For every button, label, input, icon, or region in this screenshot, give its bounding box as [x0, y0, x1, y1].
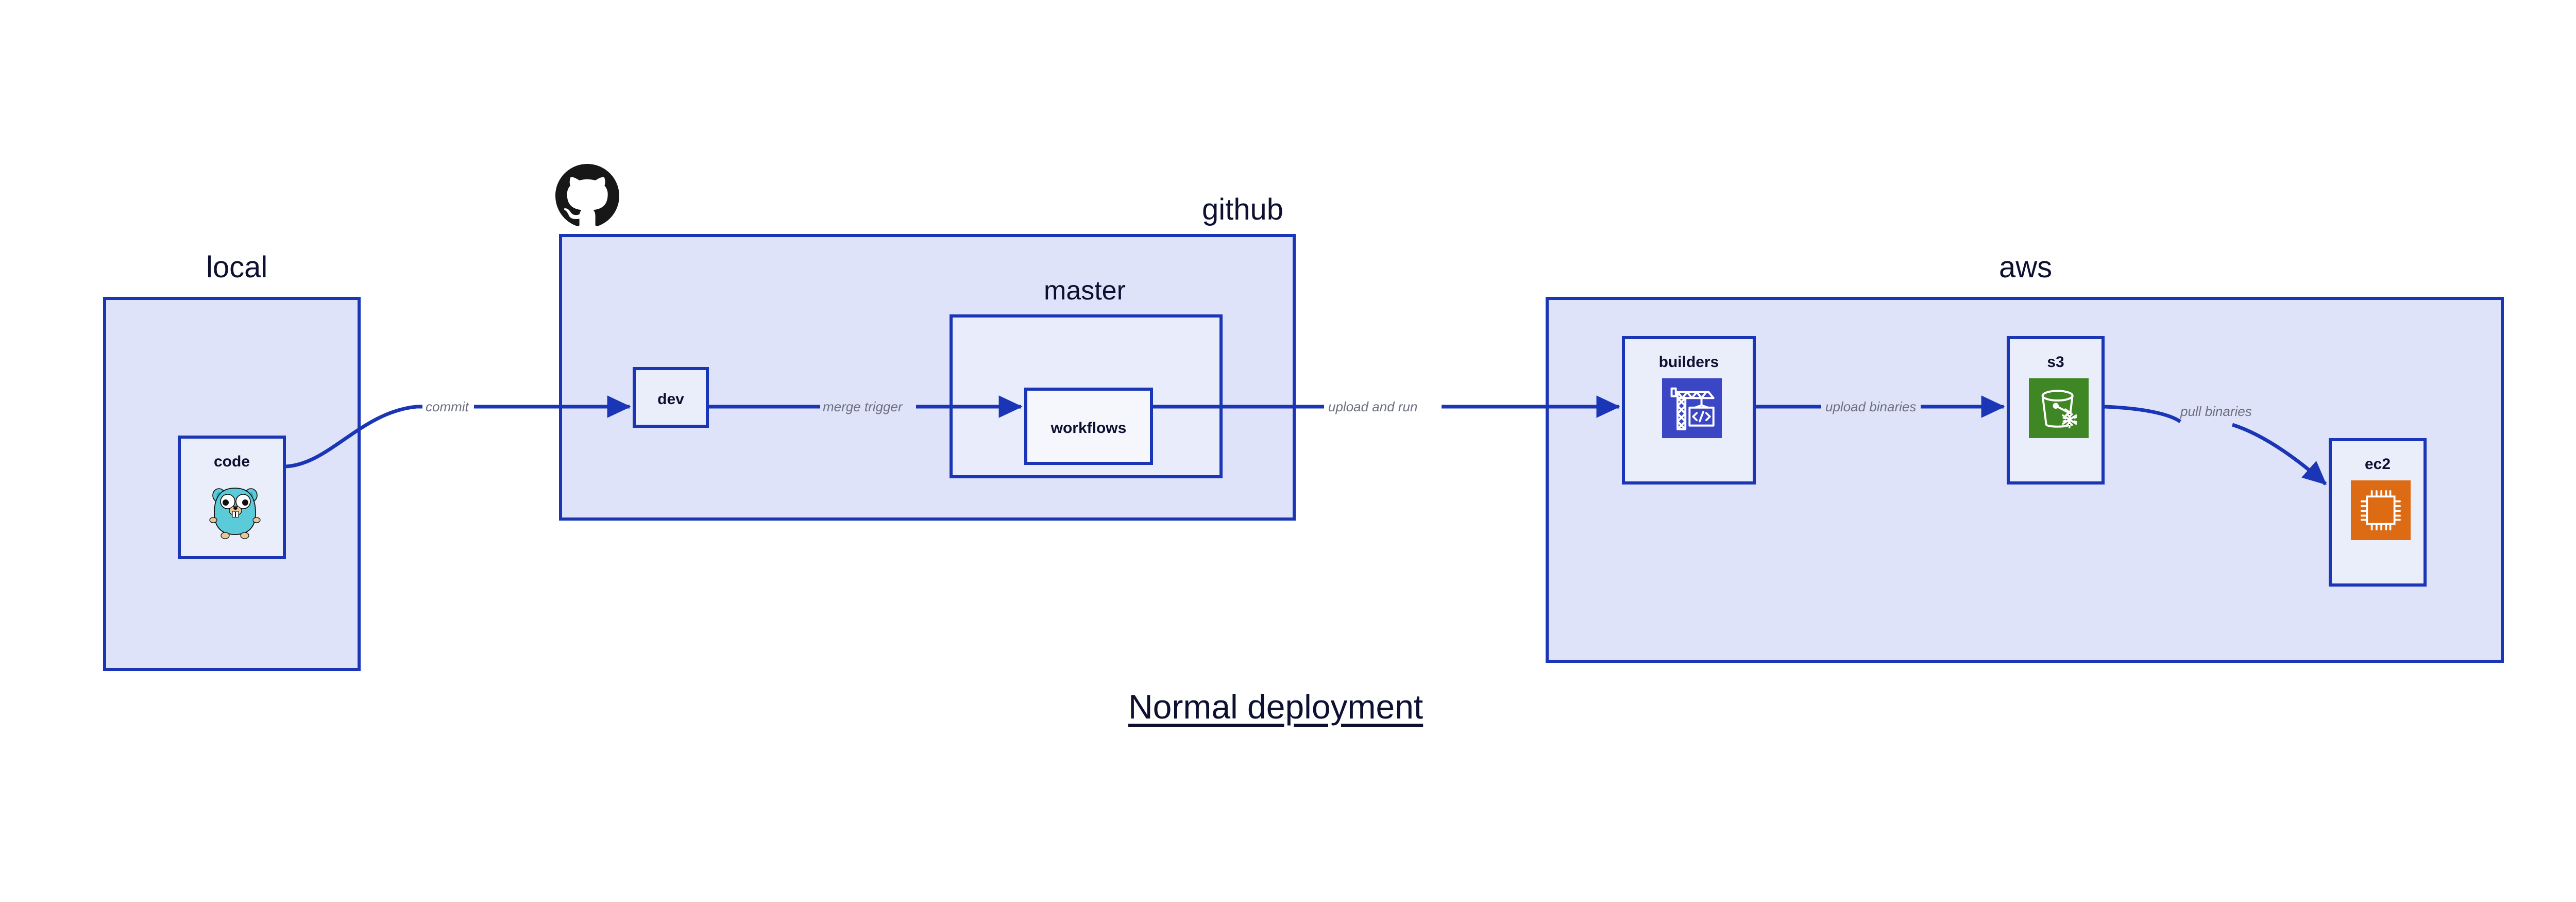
node-ec2[interactable]: ec2 [2329, 438, 2427, 587]
github-octocat-icon [555, 164, 619, 228]
group-title-github: github [1202, 193, 1284, 226]
group-title-aws: aws [1999, 250, 2053, 284]
page-title: Normal deployment [1128, 688, 1423, 726]
node-dev[interactable]: dev [633, 367, 709, 428]
edge-label-commit: commit [426, 399, 469, 414]
go-gopher-icon [209, 479, 261, 541]
aws-s3-bucket-icon [2029, 378, 2089, 438]
aws-ec2-chip-icon [2351, 480, 2411, 540]
subgroup-title-master: master [1044, 276, 1126, 306]
edge-label-merge-trigger: merge trigger [823, 399, 903, 414]
edge-label-upload-and-run: upload and run [1328, 399, 1418, 414]
group-title-local: local [206, 250, 268, 284]
node-workflows[interactable]: workflows [1024, 388, 1153, 465]
node-s3[interactable]: s3 [2007, 336, 2105, 485]
node-code[interactable]: code [178, 436, 286, 559]
node-builders[interactable]: builders [1622, 336, 1756, 485]
node-label-dev: dev [657, 391, 684, 408]
node-label-workflows: workflows [1050, 420, 1127, 437]
node-label-s3: s3 [2047, 354, 2064, 371]
aws-builders-crane-icon [1662, 378, 1722, 438]
edge-label-pull-binaries: pull binaries [2180, 404, 2252, 419]
node-label-code: code [213, 453, 250, 470]
node-label-builders: builders [1658, 354, 1719, 371]
edge-label-upload-binaries: upload binaries [1825, 399, 1917, 414]
node-label-ec2: ec2 [2364, 456, 2391, 473]
